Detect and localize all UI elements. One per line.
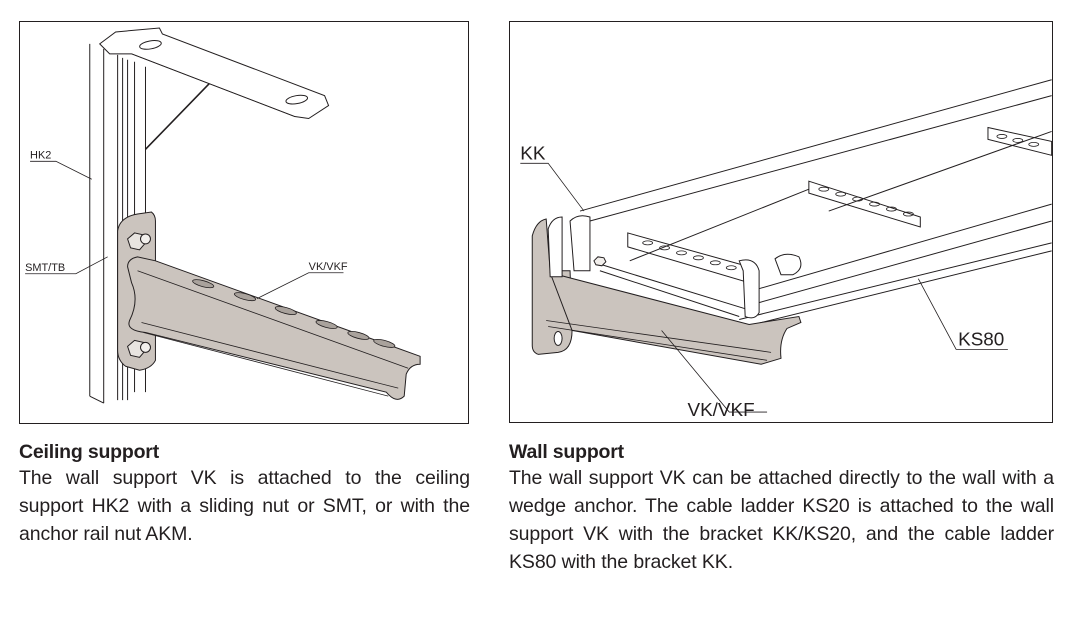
wall-support-title: Wall support	[509, 441, 624, 463]
wall-support-figure: KK KS80 VK/VKF	[509, 21, 1053, 423]
vk-bracket-arm	[127, 256, 421, 400]
rung-holes	[642, 134, 1040, 271]
bolt-bottom	[127, 339, 151, 358]
vk-wall-plate	[531, 218, 573, 355]
kk-bolt	[593, 256, 607, 267]
kk-bracket	[547, 215, 591, 278]
smt-tb-leader	[25, 256, 108, 275]
label-hk2: HK2	[30, 149, 51, 161]
ceiling-support-description: The wall support VK is attached to the c…	[19, 467, 470, 545]
vk-bracket-arm	[549, 272, 802, 365]
ceiling-support-title: Ceiling support	[19, 441, 159, 463]
label-ks80: KS80	[958, 329, 1004, 350]
wall-support-drawing: KK KS80 VK/VKF	[520, 79, 1052, 421]
vk-vkf-leader	[661, 330, 768, 413]
vk-vkf-leader	[256, 272, 344, 299]
label-smt-tb: SMT/TB	[25, 262, 65, 274]
ceiling-support-caption: Ceiling support The wall support VK is a…	[19, 440, 470, 548]
bolt-top	[127, 232, 151, 251]
hk2-leader	[30, 160, 92, 180]
label-vk-vkf: VK/VKF	[687, 400, 754, 421]
hk2-top-plate	[98, 27, 330, 120]
kk-leader	[520, 162, 585, 212]
wall-support-description: The wall support VK can be attached dire…	[509, 467, 1054, 573]
wall-support-caption: Wall support The wall support VK can be …	[509, 440, 1054, 576]
ceiling-support-figure: HK2 SMT/TB VK/VKF	[19, 21, 469, 424]
ks80-leader	[917, 278, 1008, 350]
label-kk: KK	[520, 143, 546, 164]
ceiling-support-drawing: HK2 SMT/TB VK/VKF	[25, 27, 421, 404]
vk-slots	[192, 279, 396, 348]
ks80-ladder	[579, 79, 1052, 327]
label-vk-vkf: VK/VKF	[309, 261, 348, 273]
